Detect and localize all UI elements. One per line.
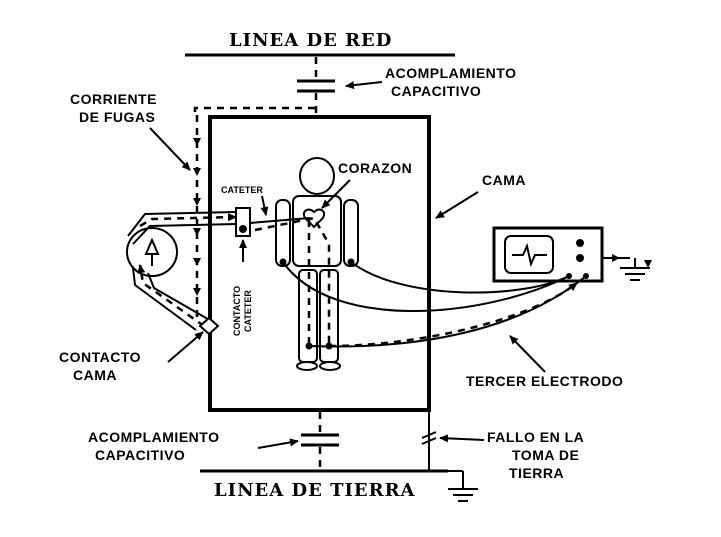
label-linea-de-red: LINEA DE RED (229, 30, 392, 51)
ecg-knob-top (576, 239, 584, 247)
label-contacto-cateter-2: CATETER (243, 290, 253, 332)
ecg-ground-arrowhead (612, 254, 620, 262)
patient-right-foot (319, 361, 341, 371)
ecg-lead-upper (350, 261, 570, 294)
leakage-label-arrow (149, 127, 191, 171)
label-tercer-electrodo: TERCER ELECTRODO (466, 373, 623, 389)
patient-torso (292, 195, 342, 267)
bed-label-arrow (435, 191, 479, 219)
heart-label-arrow (321, 179, 351, 209)
label-fallo-1: FALLO EN LA (487, 429, 584, 445)
patient-figure (275, 157, 359, 371)
ground-fault-break (421, 431, 437, 445)
label-corazon: CORAZON (338, 160, 412, 176)
patient-right-arm (343, 199, 359, 267)
label-cateter: CATETER (221, 185, 263, 195)
ground-symbol (448, 488, 478, 502)
label-acoplamiento-bottom-2: CAPACITIVO (95, 447, 185, 463)
leakage-path-cable-top (139, 213, 237, 228)
patient-heart (302, 208, 326, 229)
top-coupling-arrow (345, 81, 383, 90)
label-cama: CAMA (482, 172, 526, 188)
ecg-lead-middle (282, 261, 570, 312)
leakage-arrowheads-left (193, 138, 201, 296)
patient-left-foot (296, 361, 318, 371)
label-corriente-2: DE FUGAS (79, 109, 155, 125)
patient-left-arm (275, 199, 291, 267)
ecg-waveform (512, 242, 547, 268)
label-acoplamiento-top-2: CAPACITIVO (391, 83, 481, 99)
catheter-wire (249, 217, 311, 224)
label-contacto-cama-2: CAMA (73, 367, 117, 383)
ground-fault-arrow (439, 434, 485, 443)
leakage-path-third-electrode (328, 282, 578, 348)
catheter-monitor-device (126, 227, 178, 277)
ecg-ground-arrowhead-2 (644, 260, 652, 268)
bed-frame (208, 115, 431, 412)
bed-cable-outer (132, 267, 197, 331)
bottom-coupling-arrow (257, 438, 299, 449)
third-electrode-arrow (509, 335, 546, 373)
catheter-cable-upper (127, 211, 237, 237)
label-linea-de-tierra: LINEA DE TIERRA (214, 480, 416, 501)
label-corriente-1: CORRIENTE (70, 91, 157, 107)
catheter-cable-lower (132, 223, 237, 245)
ecg-knob-bottom (576, 254, 584, 262)
label-acoplamiento-top-1: ACOMPLAMIENTO (385, 65, 516, 81)
leakage-path-top (193, 106, 315, 115)
bed-contact-arrow (167, 331, 204, 363)
bed-contact-symbol (198, 316, 220, 336)
bed-cable-inner (147, 272, 214, 323)
label-fallo-3: TIERRA (509, 465, 564, 481)
label-fallo-2: TOMA DE (512, 447, 579, 463)
catheter-contact-dot (239, 225, 247, 233)
label-contacto-cateter-1: CONTACTO (232, 286, 242, 336)
catheter-label-arrow (260, 195, 269, 216)
label-acoplamiento-bottom-1: ACOMPLAMIENTO (88, 429, 219, 445)
patient-head (299, 157, 335, 195)
leakage-path-body (254, 216, 331, 345)
ecg-ground-icon (620, 267, 650, 281)
label-contacto-cama-1: CONTACTO (59, 349, 141, 365)
